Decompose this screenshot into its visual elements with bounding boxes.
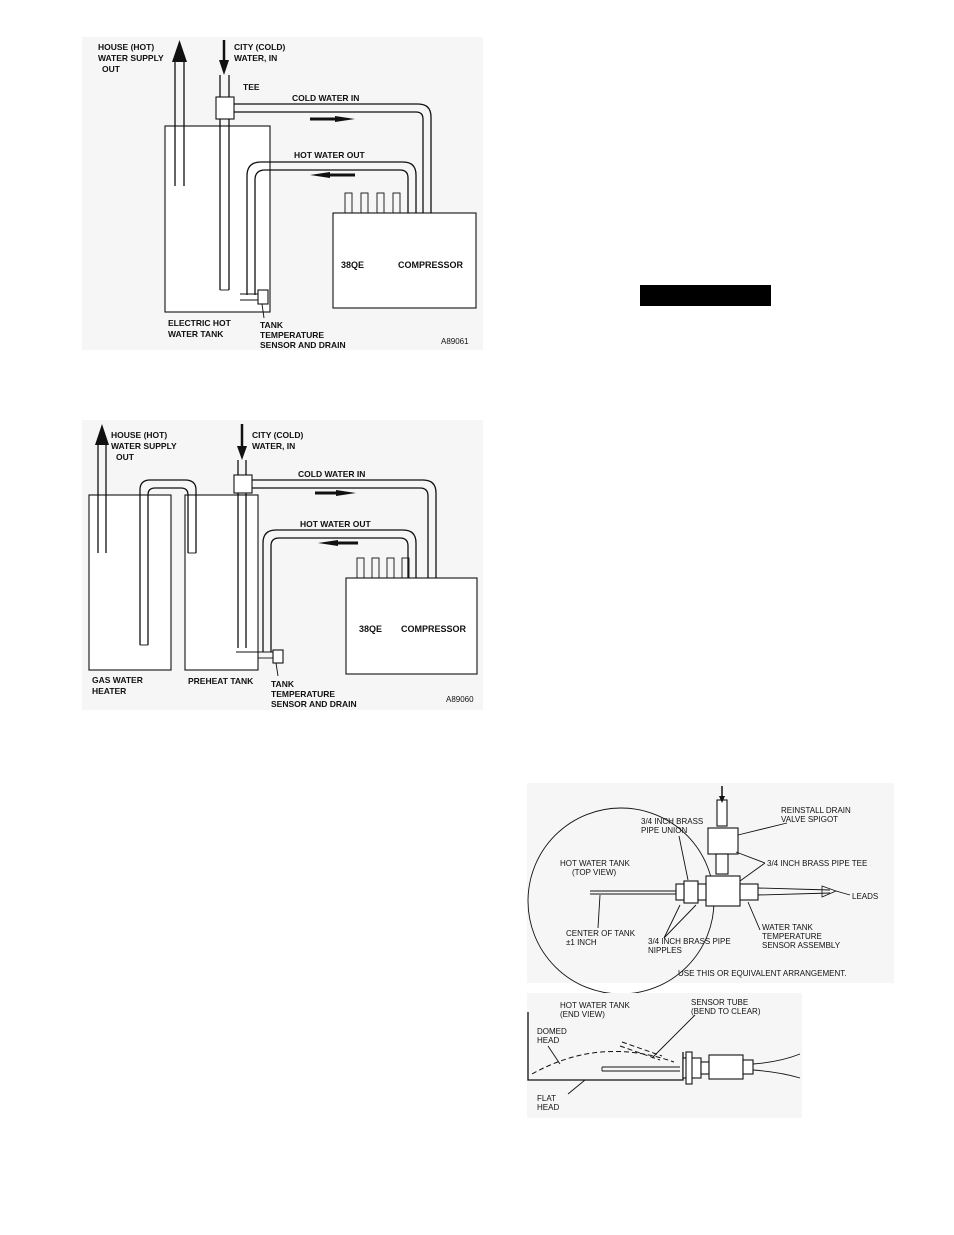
figure-4-background [527, 993, 802, 1118]
tank-top-label-1: HOT WATER TANK [560, 859, 630, 868]
sensor-tube-label-1: SENSOR TUBE [691, 998, 748, 1007]
cold-water-in-label: COLD WATER IN [292, 93, 359, 103]
sensor-label-3: SENSOR AND DRAIN [260, 340, 346, 350]
tank-label-1: ELECTRIC HOT [168, 318, 232, 328]
house-supply-label-3: OUT [116, 452, 135, 462]
sensor-assy-label-1: WATER TANK [762, 923, 813, 932]
unit-model-label: 38QE [359, 624, 382, 634]
figure-sensor-end-view: HOT WATER TANK (END VIEW) SENSOR TUBE (B… [527, 993, 802, 1118]
domed-head [531, 1050, 675, 1075]
figure-electric-tank: HOUSE (HOT) WATER SUPPLY OUT CITY (COLD)… [82, 37, 483, 350]
tee-fitting [215, 96, 235, 120]
domed-label-1: DOMED [537, 1027, 567, 1036]
sensor-assy-label-3: SENSOR ASSEMBLY [762, 941, 841, 950]
use-this-label: USE THIS OR EQUIVALENT ARRANGEMENT. [678, 969, 846, 978]
center-label-1: CENTER OF TANK [566, 929, 636, 938]
preheat-label: PREHEAT TANK [188, 676, 254, 686]
house-supply-label-3: OUT [102, 64, 121, 74]
hot-water-out-label: HOT WATER OUT [300, 519, 371, 529]
city-in-label-1: CITY (COLD) [252, 430, 303, 440]
house-supply-label-1: HOUSE (HOT) [98, 42, 154, 52]
unit-model-label: 38QE [341, 260, 364, 270]
sensor-label-3: SENSOR AND DRAIN [271, 699, 357, 709]
cold-water-in-label: COLD WATER IN [298, 469, 365, 479]
tee-label: 3/4 INCH BRASS PIPE TEE [767, 859, 867, 868]
tank-end-label-1: HOT WATER TANK [560, 1001, 630, 1010]
tank-end-label-2: (END VIEW) [560, 1010, 605, 1019]
compressor-unit [332, 212, 477, 309]
gas-water-heater [88, 494, 172, 671]
sensor-label-2: TEMPERATURE [271, 689, 335, 699]
sensor-label-1: TANK [260, 320, 284, 330]
pipe-union [683, 880, 699, 904]
tank-top-label-2: (TOP VIEW) [572, 868, 616, 877]
union-label-1: 3/4 INCH BRASS [641, 817, 703, 826]
nipples-label-2: NIPPLES [648, 946, 682, 955]
up-arrow-icon [95, 424, 109, 445]
black-bar [640, 285, 771, 306]
city-in-label-2: WATER, IN [252, 441, 295, 451]
house-supply-label-2: WATER SUPPLY [98, 53, 164, 63]
center-label-2: ±1 INCH [566, 938, 597, 947]
figure-code: A89061 [441, 337, 469, 346]
sensor-label-1: TANK [271, 679, 295, 689]
city-in-label-2: WATER, IN [234, 53, 277, 63]
end-sensor-assembly [708, 1054, 744, 1080]
tee-label: TEE [243, 82, 260, 92]
electric-tank [164, 125, 271, 313]
compressor-label: COMPRESSOR [398, 260, 464, 270]
right-arrow-icon [336, 490, 356, 496]
leads-label: LEADS [852, 892, 878, 901]
sensor-assy-label-2: TEMPERATURE [762, 932, 822, 941]
cold-water-pipe [234, 103, 432, 213]
flat-label-2: HEAD [537, 1103, 559, 1112]
upper-tee [707, 827, 739, 855]
figure-preheat-tank: HOUSE (HOT) WATER SUPPLY OUT CITY (COLD)… [82, 420, 483, 710]
house-supply-label-1: HOUSE (HOT) [111, 430, 167, 440]
sensor-label-2: TEMPERATURE [260, 330, 324, 340]
lower-tee [705, 875, 741, 907]
tank-sensor [272, 649, 284, 664]
union-label-2: PIPE UNION [641, 826, 687, 835]
tank-label-2: WATER TANK [168, 329, 224, 339]
gas-heater-label-2: HEATER [92, 686, 126, 696]
figure-code: A89060 [446, 695, 474, 704]
nipples-label-1: 3/4 INCH BRASS PIPE [648, 937, 731, 946]
domed-label-2: HEAD [537, 1036, 559, 1045]
up-arrow-icon [172, 40, 187, 62]
down-arrow-icon [719, 796, 725, 803]
reinstall-label-2: VALVE SPIGOT [781, 815, 838, 824]
figure-sensor-top-view: REINSTALL DRAIN VALVE SPIGOT 3/4 INCH BR… [527, 783, 894, 995]
gas-heater-label-1: GAS WATER [92, 675, 143, 685]
city-in-label-1: CITY (COLD) [234, 42, 285, 52]
sensor-tube-label-2: (BEND TO CLEAR) [691, 1007, 761, 1016]
tank-sensor [257, 289, 269, 305]
compressor-label: COMPRESSOR [401, 624, 467, 634]
sensor-assembly [739, 883, 759, 901]
hot-water-pipe [246, 161, 417, 295]
house-supply-label-2: WATER SUPPLY [111, 441, 177, 451]
tee-fitting [233, 474, 253, 494]
flat-label-1: FLAT [537, 1094, 556, 1103]
compressor-unit [345, 577, 478, 675]
reinstall-label-1: REINSTALL DRAIN [781, 806, 851, 815]
hot-water-out-label: HOT WATER OUT [294, 150, 365, 160]
